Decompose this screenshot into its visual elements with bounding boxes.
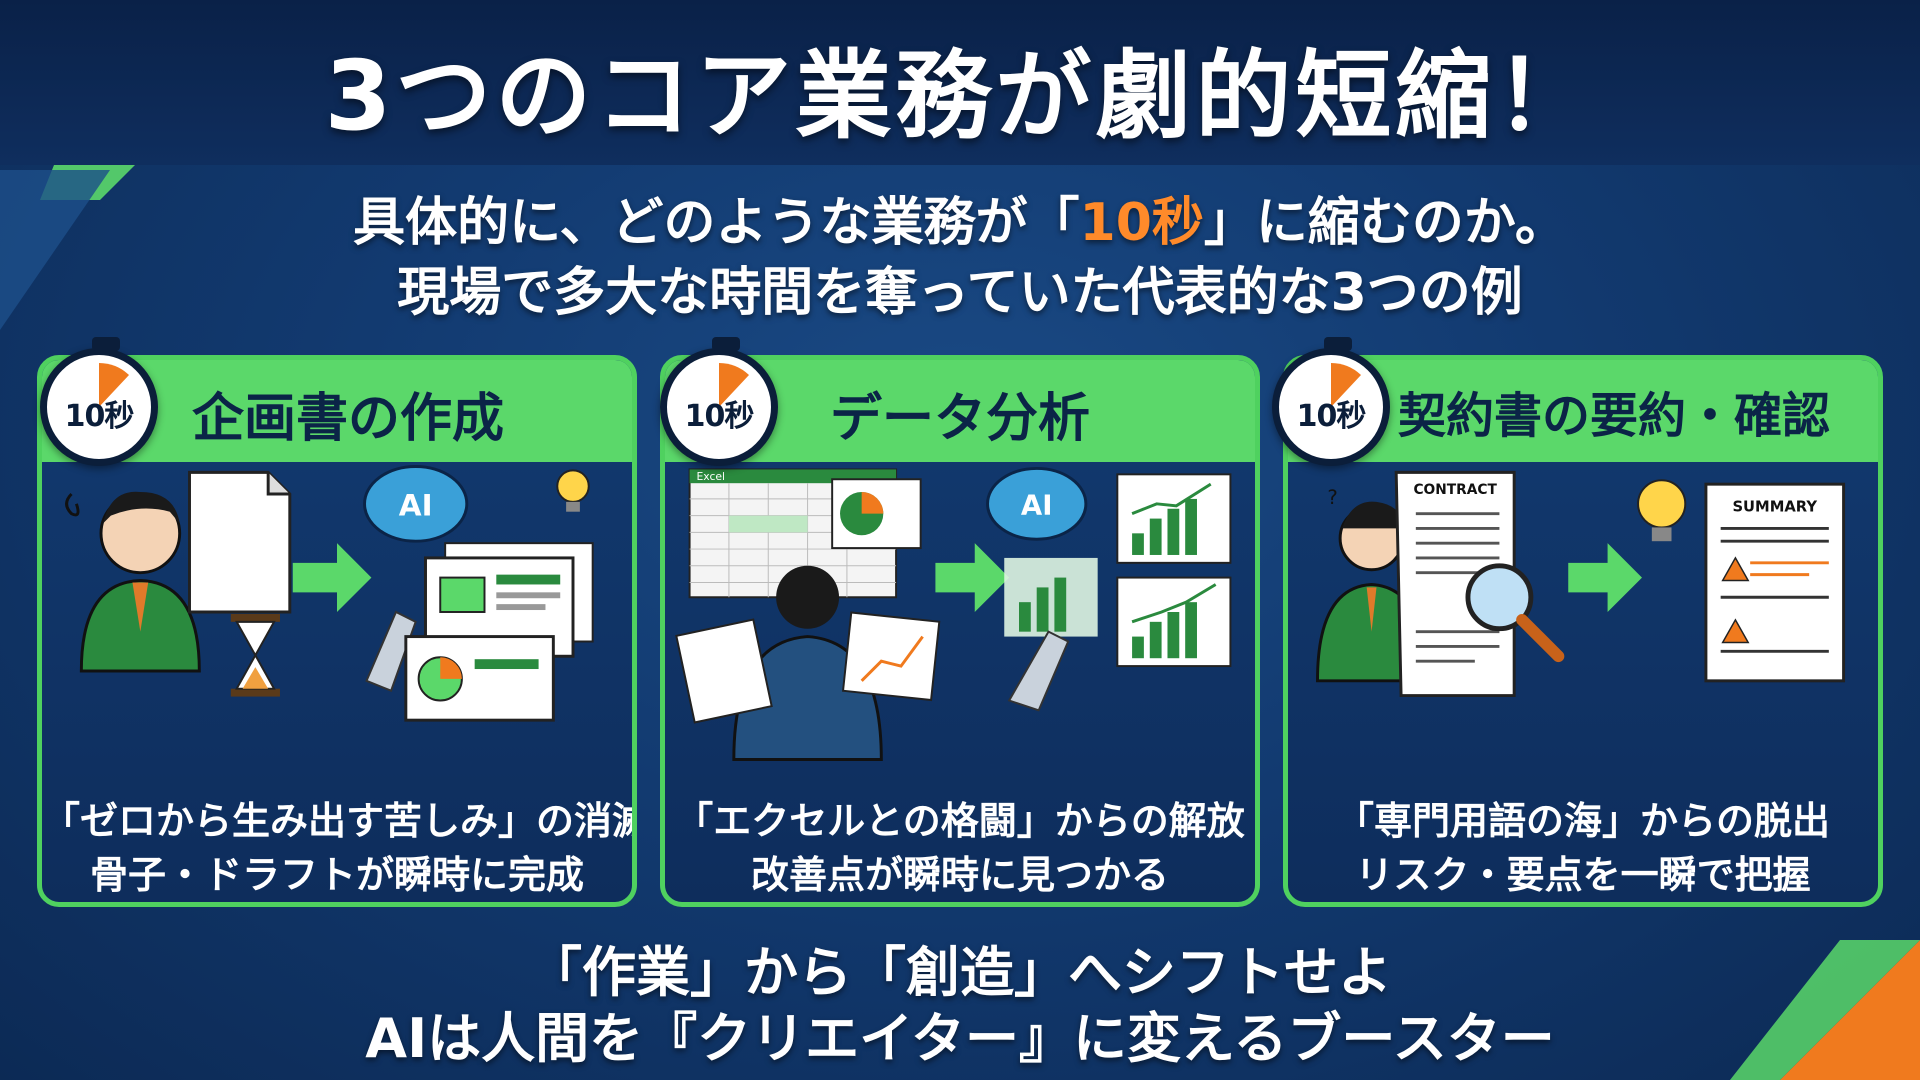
timer-label: 10秒 [64, 399, 135, 434]
stopwatch-icon: 10秒 [660, 337, 778, 466]
robot-hand-icon [365, 610, 417, 692]
card-text-2: 改善点が瞬時に見つかる [750, 853, 1169, 897]
card-text-2: 骨子・ドラフトが瞬時に完成 [89, 853, 584, 897]
contract-label: CONTRACT [1413, 482, 1497, 498]
ai-brain-icon: AI [363, 464, 469, 543]
excel-label: Excel [696, 470, 725, 483]
subtitle-line1-pre: 具体的に、どのような業務が「 [353, 193, 1080, 253]
ai-badge: AI [399, 489, 433, 523]
stopwatch-wedge [1331, 363, 1361, 407]
footer-line2: AIは人間を『クリエイター』に変えるブースター [365, 1007, 1555, 1070]
stopwatch-knob [712, 337, 740, 351]
stopwatch-knob [1324, 337, 1352, 351]
stopwatch-icon: 10秒 [1272, 337, 1390, 466]
glowing-chart-icon [1004, 557, 1098, 637]
timer-label: 10秒 [1296, 399, 1367, 434]
worried-person-icon [65, 491, 201, 673]
arrow-right-icon [292, 543, 372, 612]
ai-brain-icon: AI [986, 466, 1088, 541]
bar-chart-card-icon [1116, 473, 1232, 564]
stopwatch-knob [92, 337, 120, 351]
warning-icon [1721, 618, 1750, 644]
card-text-2: リスク・要点を一瞬で把握 [1355, 853, 1811, 897]
title-band [0, 0, 1920, 165]
page-title: 3つのコア業務が劇的短縮！ [324, 40, 1596, 152]
lightbulb-icon [556, 469, 590, 512]
stopwatch-wedge [99, 363, 129, 407]
robot-hand-icon [1007, 630, 1070, 712]
subtitle-line2: 現場で多大な時間を奪っていた代表的な3つの例 [397, 263, 1523, 323]
card-contract-review: 契約書の要約・確認 ? CONTRACT [1283, 355, 1883, 907]
corner-decoration-bottom-right [1730, 940, 1920, 1080]
arrow-right-icon [935, 543, 1010, 612]
stopwatch-wedge [719, 363, 749, 407]
contract-document-icon: CONTRACT [1394, 470, 1516, 698]
card-text-1: 「専門用語の海」からの脱出 [1335, 799, 1830, 843]
summary-label: SUMMARY [1732, 499, 1817, 516]
growth-chart-card-icon [1116, 576, 1232, 668]
ai-badge: AI [1021, 490, 1053, 522]
chart-papers-icon [675, 611, 941, 724]
contract-illustration: ? CONTRACT SUMMARY [1316, 470, 1846, 698]
subtitle-line1: 具体的に、どのような業務が「10秒」に縮むのか。 [0, 180, 1920, 255]
footer-line1: 「作業」から「創造」へシフトせよ [528, 941, 1392, 1004]
summary-document-icon: SUMMARY [1704, 482, 1846, 683]
timer-label: 10秒 [684, 399, 755, 434]
magnifying-glass-icon [1465, 563, 1565, 663]
arrow-right-icon [1568, 543, 1642, 612]
stopwatch-icon: 10秒 [40, 337, 158, 466]
subtitle-line1-post: 」に縮むのか。 [1203, 193, 1567, 253]
warning-icon [1721, 556, 1750, 582]
proposal-illustration: AI [65, 464, 594, 722]
card-title: 企画書の作成 [192, 389, 505, 449]
card-text-1: 「ゼロから生み出す苦しみ」の消滅 [42, 799, 637, 843]
card-title: 契約書の要約・確認 [1398, 388, 1831, 444]
card-text-1: 「エクセルとの格闘」からの解放 [675, 799, 1245, 843]
subtitle-accent: 10秒 [1079, 193, 1204, 253]
blank-page-icon [188, 470, 292, 614]
card-title: データ分析 [830, 389, 1091, 449]
svg-text:?: ? [1327, 486, 1337, 509]
pie-chart-icon [831, 478, 922, 550]
hourglass-icon [230, 613, 280, 697]
lightbulb-icon [1637, 479, 1687, 542]
slide-documents-icon [404, 542, 594, 722]
data-analysis-illustration: Excel [675, 466, 1232, 761]
